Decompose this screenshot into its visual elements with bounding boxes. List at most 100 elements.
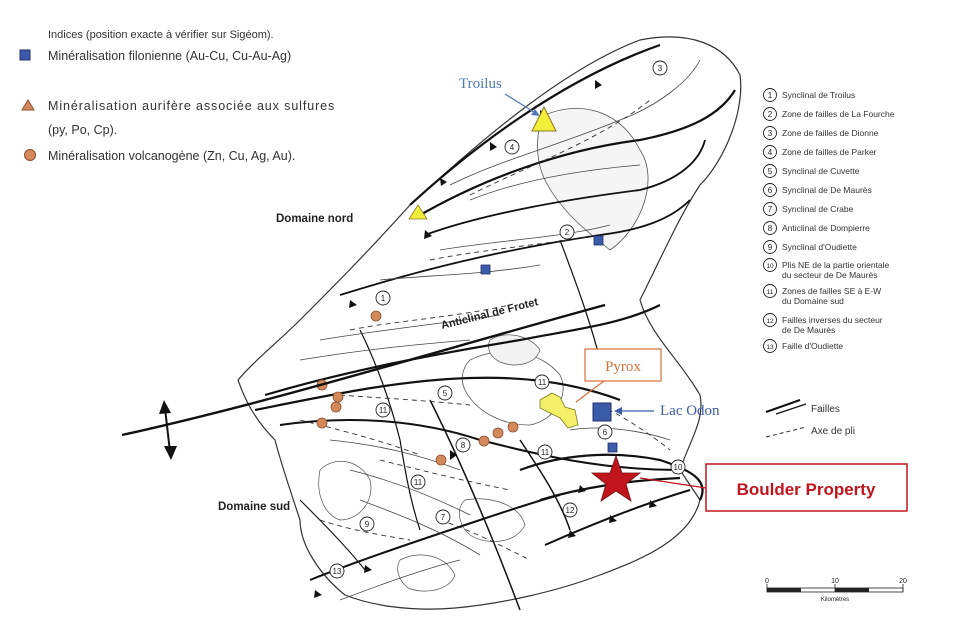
fault-legend-line: [765, 399, 801, 413]
volcanogenic-occurrences: [316, 310, 519, 466]
structure-number: 8: [768, 224, 773, 233]
structure-number-badge: [763, 313, 777, 327]
svg-text:3: 3: [658, 64, 663, 73]
svg-text:6: 6: [603, 428, 608, 437]
fault-line: [299, 499, 366, 571]
fold-axis-legend-line: [765, 426, 807, 438]
fault-line: [544, 489, 691, 546]
legend-item-1: Minéralisation filonienne (Au-Cu, Cu-Au-…: [48, 49, 291, 63]
line-legend: Failles Axe de pli: [765, 399, 855, 438]
fault-line: [424, 139, 706, 236]
fold-axes: [299, 99, 671, 561]
pyrox-property-polygon: [539, 392, 579, 429]
legend-item-3: Minéralisation volcanogène (Zn, Cu, Ag, …: [48, 149, 295, 163]
fault-line: [264, 304, 661, 397]
boulder-pointer: [639, 477, 707, 489]
structure-number-badge: [763, 221, 777, 235]
structure-name: Zone de failles de Dionne: [782, 128, 879, 138]
blue-square-icon: [19, 49, 31, 61]
svg-text:7: 7: [441, 513, 446, 522]
structure-number: 6: [768, 186, 773, 195]
pyrox-label: Pyrox: [605, 359, 641, 375]
structure-name: Zone de failles de La Fourche: [782, 109, 895, 119]
structure-number: 12: [766, 318, 774, 325]
domain-north-label: Domaine nord: [276, 213, 353, 225]
structure-name: Failles inverses du secteur: [782, 315, 883, 325]
structure-name-line2: du secteur de De Maurès: [782, 270, 877, 280]
pyrox-pointer: [575, 380, 605, 403]
structure-name: Synclinal d'Oudiette: [782, 242, 857, 252]
inner-zone: [488, 334, 541, 366]
lac-odon-label: Lac Odon: [660, 403, 720, 419]
structure-name: Synclinal de De Maurès: [782, 185, 872, 195]
anticline-frotet: Anticlinal de Frotet: [121, 296, 606, 460]
structure-number-badge: [763, 183, 777, 197]
structure-name: Synclinal de Crabe: [782, 204, 854, 214]
structure-number: 7: [768, 205, 773, 214]
scale-tick-10: 10: [831, 578, 839, 585]
svg-text:12: 12: [566, 506, 575, 515]
structure-number: 10: [766, 263, 774, 270]
svg-text:2: 2: [565, 228, 570, 237]
structure-number: 1: [768, 91, 773, 100]
gold-occurrence-icon: [408, 204, 428, 220]
structure-name: Synclinal de Cuvette: [782, 166, 860, 176]
svg-text:11: 11: [538, 378, 547, 387]
lac-odon-square-icon: [592, 402, 612, 422]
pyrox-callout: [584, 348, 662, 382]
structure-number-badge: [763, 202, 777, 216]
structure-number-badge: [763, 164, 777, 178]
svg-text:4: 4: [510, 143, 515, 152]
anticline-axis-line: [121, 303, 606, 437]
scale-unit: Kilomètres: [821, 597, 849, 603]
scale-tick-0: 0: [765, 578, 769, 585]
lac-odon-arrowhead-icon: [614, 407, 622, 415]
structure-number-badge: [763, 145, 777, 159]
boulder-star-icon: [590, 454, 642, 502]
mineral-legend: Indices (position exacte à vérifier sur …: [19, 29, 335, 163]
map-structure-number-labels: 3 4 2 1 5 6 11 11 8 11 10 11 12 7 9 13: [333, 64, 683, 576]
structure-number: 2: [768, 110, 773, 119]
faults-legend-label: Failles: [811, 404, 840, 415]
svg-text:5: 5: [443, 389, 448, 398]
scale-tick-20: 20: [899, 578, 907, 585]
structure-number: 3: [768, 129, 773, 138]
structure-name: Zone de failles de Parker: [782, 147, 877, 157]
fault-legend-line-2: [775, 403, 807, 415]
structure-name: Faille d'Oudiette: [782, 341, 843, 351]
fault-line: [409, 43, 661, 206]
structure-number-badge: [763, 258, 777, 272]
anticline-double-arrow-icon: [159, 400, 177, 460]
structure-number-badge: [763, 339, 777, 353]
domain-south-label: Domaine sud: [218, 501, 290, 513]
boulder-callout: [705, 463, 908, 512]
structure-number-badge: [763, 240, 777, 254]
legend-item-2: Minéralisation aurifère associée aux sul…: [48, 99, 335, 113]
map-outline: [237, 36, 742, 610]
fault-line: [414, 89, 736, 219]
troilus-label: Troilus: [459, 76, 502, 92]
boulder-label: Boulder Property: [737, 480, 876, 499]
svg-text:11: 11: [541, 448, 550, 457]
svg-text:10: 10: [674, 463, 683, 472]
inner-zone: [397, 554, 456, 592]
troilus-triangle-icon: [531, 105, 557, 132]
geology-area: 3 4 2 1 5 6 11 11 8 11 10 11 12 7 9 13: [237, 36, 742, 611]
structure-number: 9: [768, 243, 773, 252]
map-structure-numbers: [329, 60, 686, 579]
fault-line: [559, 239, 601, 361]
fault-line: [254, 376, 621, 412]
troilus-arrowhead-icon: [531, 109, 540, 116]
svg-text:1: 1: [381, 294, 386, 303]
fault-line: [429, 399, 521, 611]
contact-lines: [299, 59, 701, 601]
structure-number: 11: [767, 289, 774, 296]
structure-name-line2: de De Maurès: [782, 325, 835, 335]
svg-text:11: 11: [379, 406, 388, 415]
legend-item-2b: (py, Po, Cp).: [48, 123, 117, 137]
fault-line: [519, 439, 571, 531]
inner-zone: [459, 498, 526, 542]
svg-text:13: 13: [333, 567, 342, 576]
